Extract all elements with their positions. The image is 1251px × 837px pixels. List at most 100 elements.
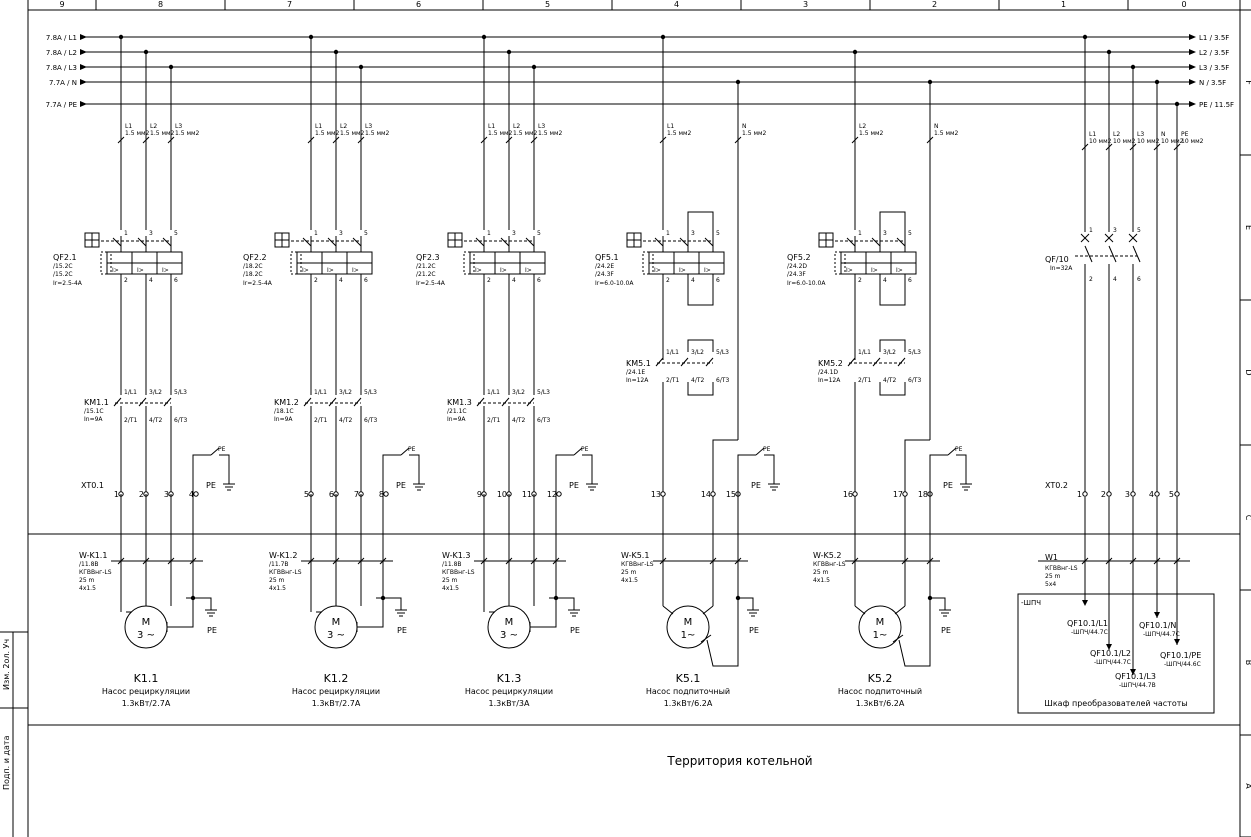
breaker-tag: QF2.3	[416, 253, 440, 262]
wire-tick	[505, 136, 513, 144]
x-mark	[1104, 233, 1114, 243]
cabinet-arrow	[1082, 600, 1088, 606]
contactor-contact	[138, 397, 147, 407]
motor-description: Насос подпиточный	[838, 687, 922, 696]
wire-tick	[851, 136, 859, 144]
pole-number: 4	[149, 277, 153, 284]
contactor-contact	[163, 397, 172, 407]
left-label-a: Изм. 2ол. Уч	[2, 639, 11, 690]
column-number: 4	[674, 0, 679, 9]
motor-phase: 3 ~	[327, 630, 345, 641]
motor-description: Насос подпиточный	[646, 687, 730, 696]
cable-tag: W-K5.1	[621, 551, 649, 560]
motor-description: Насос рециркуляции	[465, 687, 553, 696]
breaker-aux	[463, 251, 475, 275]
wire-label: L3	[1137, 131, 1144, 138]
pe-wire	[219, 454, 230, 484]
cabinet-arrow	[1174, 639, 1180, 645]
cable-length: 25 m	[442, 577, 458, 584]
breaker-tag: QF5.2	[787, 253, 811, 262]
contactor-terminal: 1/L1	[124, 389, 137, 396]
contactor-ref: /15.1C	[84, 408, 104, 415]
pe-label: PE	[396, 481, 406, 490]
motor-symbol	[666, 605, 710, 649]
cable-cores: 4x1.5	[79, 585, 96, 592]
contactor-terminal: 2/T1	[487, 417, 501, 424]
pole-number: 4	[1113, 276, 1117, 283]
pe-contact	[210, 447, 220, 456]
contactor-rating: In=9A	[274, 416, 293, 423]
contactor-contact	[897, 357, 906, 367]
wire-section: 1.5 мм2	[742, 130, 767, 137]
bus-right-label: PE / 11.5F	[1199, 101, 1234, 109]
motor-letter: M	[142, 617, 151, 628]
pole-number: 3	[691, 230, 695, 237]
breaker-ref: /24.2E	[595, 263, 614, 270]
terminal-number: 6	[329, 490, 334, 499]
bus-right-label: L1 / 3.5F	[1199, 34, 1229, 42]
motor-letter: M	[876, 617, 885, 628]
bus-arrow-out	[1189, 34, 1196, 40]
terminal-number: 5	[304, 490, 309, 499]
pe-contact	[573, 447, 583, 456]
pole-number: 5	[364, 230, 368, 237]
contactor-terminal: 5/L3	[174, 389, 187, 396]
motor-wire	[854, 605, 866, 615]
pe-label: PE	[749, 626, 759, 635]
terminal	[1174, 491, 1180, 497]
left-edge-labels: Изм. 2ол. Уч Подп. и дата	[2, 639, 11, 790]
cabinet-ref-name: QF10.1/L3	[1115, 672, 1156, 681]
pe-wire	[764, 454, 775, 484]
wire-section: 1.5 мм2	[488, 130, 513, 137]
column-number: 3	[803, 0, 808, 9]
breaker-contact	[137, 237, 147, 247]
terminal-number: 2	[1101, 490, 1106, 499]
breaker-aux	[290, 251, 302, 275]
x-mark	[1128, 233, 1138, 243]
motor-description: Насос рециркуляции	[102, 687, 190, 696]
series-bridge	[879, 211, 906, 236]
breaker-ref: /24.3F	[787, 271, 806, 278]
wire-label: L2	[859, 123, 866, 130]
contactor-terminal: 4/T2	[339, 417, 353, 424]
terminal	[1130, 491, 1136, 497]
cable-tag: W-K1.2	[269, 551, 297, 560]
wire-tick	[332, 136, 340, 144]
cabinet-arrow	[1154, 612, 1160, 618]
pe-wire	[382, 454, 401, 494]
motor-phase: 1~	[681, 630, 696, 641]
contactor-terminal: 2/T1	[314, 417, 328, 424]
row-letter: B	[1244, 660, 1251, 666]
pole-number: 1	[314, 230, 318, 237]
trip-symbol: I>	[525, 267, 532, 274]
breaker-contact	[896, 237, 906, 247]
contactor-terminal: 2/T1	[666, 377, 680, 384]
cable-type: 25 m	[813, 569, 829, 576]
wire-tick	[659, 136, 667, 144]
pole-number: 1	[124, 230, 128, 237]
breaker-contact	[846, 237, 856, 247]
cabinet-ref: -ШПЧ/44.7C	[1071, 629, 1108, 636]
motor-power: 1.3кВт/6.2А	[856, 699, 905, 708]
breaker-contact	[654, 237, 664, 247]
terminal	[1154, 491, 1160, 497]
breaker-ref: /15.2C	[53, 263, 73, 270]
pole-number: 5	[174, 230, 178, 237]
pe-contact	[755, 447, 765, 456]
terminal-number: 7	[354, 490, 359, 499]
contactor-terminal: 5/L3	[364, 389, 377, 396]
pole-number: 1	[666, 230, 670, 237]
breaker-contact	[1084, 245, 1093, 263]
contactor-contact	[847, 357, 856, 367]
motor-phase: 1~	[873, 630, 888, 641]
pole-number: 1	[858, 230, 862, 237]
breaker-contact	[1132, 245, 1141, 263]
wire-tick	[117, 136, 125, 144]
contactor-terminal: 4/T2	[149, 417, 163, 424]
cable-tick	[1081, 557, 1089, 565]
pe-wire	[167, 494, 194, 628]
pole-number: 3	[883, 230, 887, 237]
contactor-contact	[303, 397, 312, 407]
wire-section: 1.5 мм2	[150, 130, 175, 137]
